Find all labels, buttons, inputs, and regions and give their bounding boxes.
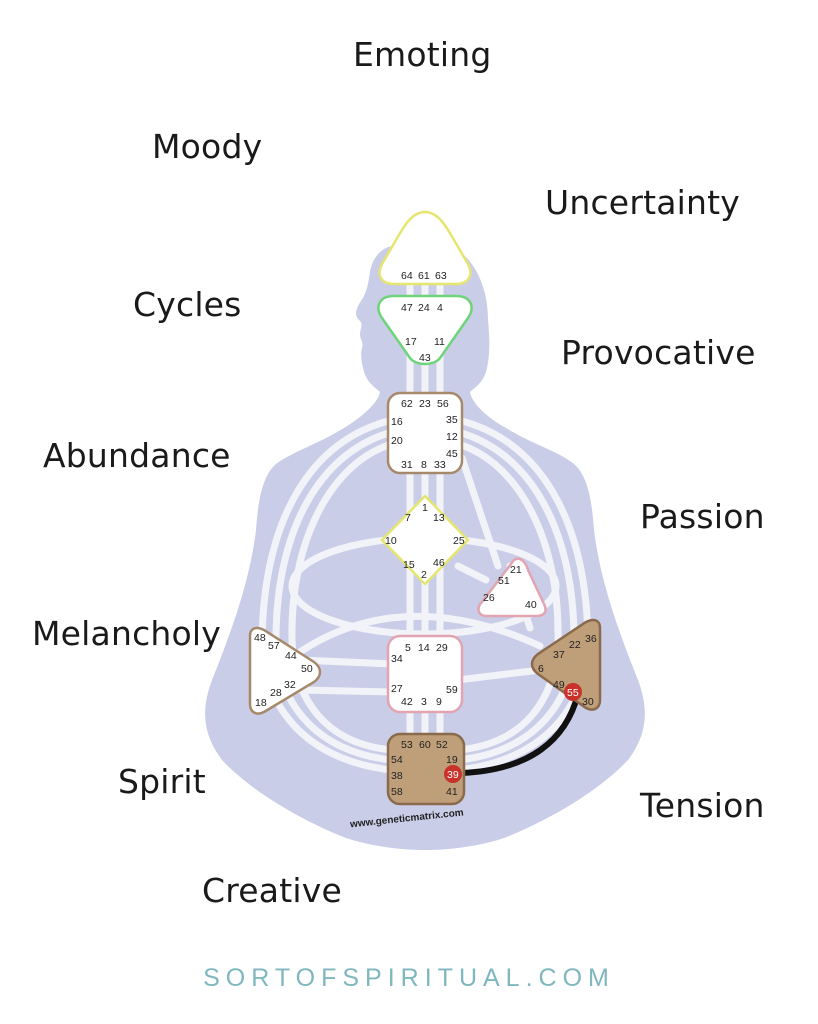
gate-number: 20 bbox=[391, 435, 403, 447]
gate-number: 11 bbox=[434, 336, 445, 348]
word-tension: Tension bbox=[640, 786, 765, 825]
gate-number: 28 bbox=[270, 687, 282, 699]
gate-number: 45 bbox=[446, 448, 458, 460]
gate-number: 16 bbox=[391, 416, 403, 428]
word-uncertainty: Uncertainty bbox=[545, 183, 740, 222]
word-creative: Creative bbox=[202, 871, 342, 910]
gate-number: 26 bbox=[483, 592, 495, 604]
channel-arc bbox=[288, 440, 396, 754]
gate-labels: 64 61 63 47 24 4 17 11 43 62 23 56 16 35… bbox=[254, 270, 597, 798]
ajna-center bbox=[377, 294, 473, 366]
gate-number: 34 bbox=[391, 653, 403, 665]
heart-center bbox=[477, 557, 547, 618]
gate-number: 32 bbox=[284, 679, 296, 691]
gate-number: 31 bbox=[401, 459, 413, 471]
gate-number: 12 bbox=[446, 431, 458, 443]
channel-line bbox=[454, 666, 544, 684]
gate-number: 21 bbox=[510, 564, 522, 576]
word-spirit: Spirit bbox=[118, 762, 206, 801]
gate-number: 44 bbox=[285, 650, 297, 662]
word-emoting: Emoting bbox=[353, 35, 492, 74]
gate-number: 13 bbox=[433, 512, 445, 524]
gate-number: 4 bbox=[437, 302, 443, 314]
gate-number: 53 bbox=[401, 739, 413, 751]
gate-number: 23 bbox=[419, 398, 431, 410]
gate-number: 56 bbox=[437, 398, 449, 410]
gate-number: 30 bbox=[582, 696, 594, 708]
gate-number: 33 bbox=[434, 459, 446, 471]
footer-site-name: SORTOFSPIRITUAL.COM bbox=[203, 964, 615, 992]
gate-number: 54 bbox=[391, 754, 403, 766]
gate-number: 19 bbox=[446, 754, 458, 766]
g-center bbox=[380, 494, 470, 586]
gate-number: 51 bbox=[498, 575, 510, 587]
gate-number: 48 bbox=[254, 632, 266, 644]
gate-number: 38 bbox=[391, 770, 403, 782]
gate-number: 7 bbox=[405, 512, 411, 524]
gate-number: 57 bbox=[268, 640, 280, 652]
gate-number: 18 bbox=[255, 697, 267, 709]
gate-number: 40 bbox=[525, 599, 537, 611]
gate-number: 27 bbox=[391, 683, 403, 695]
gate-number: 59 bbox=[446, 684, 458, 696]
gate-number: 47 bbox=[401, 302, 413, 314]
gate-number: 3 bbox=[421, 696, 427, 708]
spleen-center bbox=[248, 626, 322, 715]
gate-number: 24 bbox=[418, 302, 430, 314]
gate-number: 49 bbox=[553, 679, 565, 691]
gate-number: 8 bbox=[421, 459, 427, 471]
gate-number: 17 bbox=[405, 336, 417, 348]
gate-number: 41 bbox=[446, 786, 458, 798]
gate-number: 2 bbox=[421, 569, 427, 581]
gate-number: 39 bbox=[447, 769, 459, 781]
gate-number: 15 bbox=[403, 559, 415, 571]
gate-number: 25 bbox=[453, 535, 465, 547]
gate-number: 1 bbox=[422, 502, 428, 514]
activated-gate-55-marker bbox=[564, 683, 582, 701]
gate-number: 61 bbox=[418, 270, 430, 282]
gate-number: 9 bbox=[436, 696, 442, 708]
gate-number: 50 bbox=[301, 663, 313, 675]
gate-number: 52 bbox=[436, 739, 448, 751]
gate-number: 46 bbox=[433, 557, 445, 569]
word-passion: Passion bbox=[640, 497, 765, 536]
sacral-center bbox=[386, 634, 464, 714]
channel-line bbox=[458, 454, 502, 570]
root-center bbox=[386, 732, 466, 806]
gate-number: 35 bbox=[446, 414, 458, 426]
defined-channel-39-55 bbox=[459, 691, 581, 776]
channel-line bbox=[296, 686, 396, 696]
head-center bbox=[378, 210, 472, 286]
gate-number: 63 bbox=[435, 270, 447, 282]
gate-number: 14 bbox=[418, 642, 430, 654]
solar-plexus-center bbox=[530, 618, 602, 711]
word-melancholy: Melancholy bbox=[32, 614, 222, 653]
gate-number: 29 bbox=[436, 642, 448, 654]
gate-number: 62 bbox=[401, 398, 413, 410]
activated-gate-39-marker bbox=[444, 765, 462, 783]
gate-number: 5 bbox=[405, 642, 411, 654]
gate-number: 10 bbox=[385, 535, 397, 547]
channel-line bbox=[454, 562, 490, 584]
throat-center bbox=[386, 391, 464, 475]
word-moody: Moody bbox=[152, 127, 263, 166]
gate-number: 42 bbox=[401, 696, 413, 708]
word-abundance: Abundance bbox=[43, 436, 231, 475]
channel-line bbox=[296, 656, 396, 668]
gate-number: 22 bbox=[569, 639, 581, 651]
gate-number: 55 bbox=[567, 687, 579, 699]
gate-number: 60 bbox=[419, 739, 431, 751]
word-cycles: Cycles bbox=[133, 285, 242, 324]
channel-arc bbox=[296, 612, 544, 656]
gate-number: 37 bbox=[553, 649, 565, 661]
gate-number: 64 bbox=[401, 270, 413, 282]
word-provocative: Provocative bbox=[561, 333, 756, 372]
gate-number: 6 bbox=[538, 663, 544, 675]
gate-number: 36 bbox=[585, 633, 597, 645]
gate-number: 58 bbox=[391, 786, 403, 798]
gate-number: 43 bbox=[419, 352, 431, 364]
